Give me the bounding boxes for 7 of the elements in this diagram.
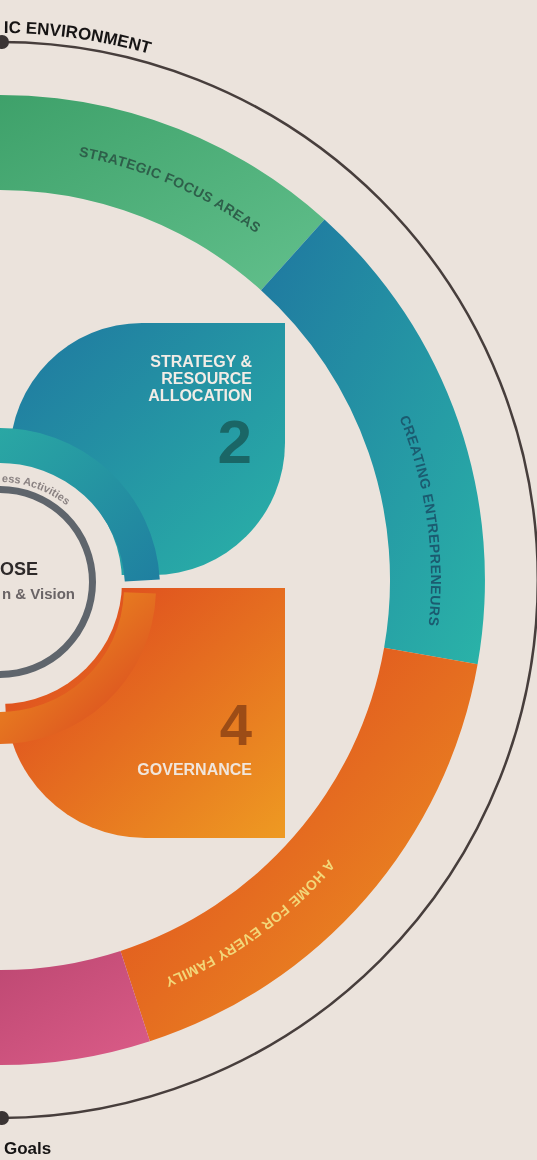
circle-title: OSE <box>0 559 38 580</box>
petal-title: GOVERNANCE <box>137 761 252 779</box>
step-number: 4 <box>219 696 252 754</box>
petal-title: STRATEGY & RESOURCE ALLOCATION <box>147 353 252 404</box>
circle-subtitle: n & Vision <box>1 585 75 602</box>
step-number: 2 <box>217 411 252 473</box>
corner-heading: Goals <box>4 1139 52 1158</box>
